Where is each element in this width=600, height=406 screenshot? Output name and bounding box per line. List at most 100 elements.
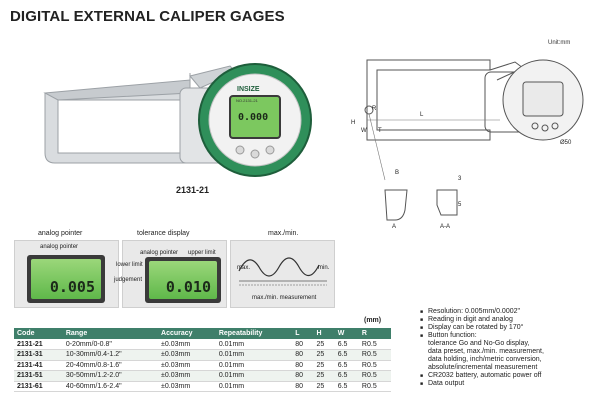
dim-3: 3	[458, 176, 462, 182]
table-row: 2131-21 0-20mm/0-0.8" ±0.03mm 0.01mm 80 …	[14, 339, 391, 350]
col-repeatability: Repeatability	[215, 328, 293, 339]
cell-h: 25	[313, 339, 335, 350]
dim-dia: Ø50	[560, 140, 572, 146]
cell-range: 0-20mm/0-0.8"	[62, 339, 159, 350]
feature-rotation: Display can be rotated by 170°	[420, 324, 598, 332]
panel-tolerance: 0.010	[122, 240, 227, 308]
cell-w: 6.5	[334, 349, 359, 361]
cell-r: R0.5	[358, 349, 391, 361]
panel-tolerance-title: tolerance display	[137, 230, 190, 237]
cell-w: 6.5	[334, 370, 359, 382]
feature-button-detail: data preset, max./min. measurement,	[428, 348, 544, 355]
feature-button-detail: data holding, inch/metric conversion,	[428, 356, 542, 363]
lcd-screen: 0.005	[31, 259, 101, 299]
feature-list: Resolution: 0.005mm/0.0002" Reading in d…	[420, 308, 598, 388]
cell-code: 2131-41	[14, 360, 63, 371]
dim-b: B	[395, 170, 400, 176]
cell-r: R0.5	[358, 339, 391, 350]
wave-diagram	[238, 257, 327, 286]
page-title: DIGITAL EXTERNAL CALIPER GAGES	[10, 8, 285, 25]
unit-label: Unit:mm	[548, 40, 571, 46]
dim-aa: A-A	[440, 224, 451, 230]
table-row: 2131-61 40-60mm/1.6-2.4" ±0.03mm 0.01mm …	[14, 381, 391, 392]
cell-r: R0.5	[358, 370, 391, 382]
cell-accuracy: ±0.03mm	[158, 349, 216, 361]
cell-range: 20-40mm/0.8-1.6"	[62, 360, 159, 371]
feature-reading: Reading in digit and analog	[420, 316, 598, 324]
cell-w: 6.5	[334, 339, 359, 350]
photo-display-value: 0.000	[238, 112, 269, 123]
cell-accuracy: ±0.03mm	[158, 339, 216, 350]
cell-l: 80	[292, 349, 314, 361]
cell-h: 25	[313, 381, 335, 392]
cell-r: R0.5	[358, 360, 391, 371]
table-row: 2131-41 20-40mm/0.8-1.6" ±0.03mm 0.01mm …	[14, 360, 391, 371]
technical-drawing	[364, 59, 584, 221]
cell-l: 80	[292, 370, 314, 382]
cell-repeatability: 0.01mm	[215, 360, 293, 371]
model-label: 2131-21	[176, 185, 210, 195]
feature-button-detail: tolerance Go and No-Go display,	[428, 340, 530, 347]
cell-repeatability: 0.01mm	[215, 349, 293, 361]
dial-text: NO.2131-21	[236, 98, 258, 103]
cell-h: 25	[313, 370, 335, 382]
cell-h: 25	[313, 349, 335, 361]
cell-repeatability: 0.01mm	[215, 381, 293, 392]
col-r: R	[358, 328, 391, 339]
lcd-tolerance: 0.010	[145, 257, 221, 303]
ann-upper-limit: upper limit	[188, 250, 216, 256]
cell-repeatability: 0.01mm	[215, 339, 293, 350]
spec-table: Code Range Accuracy Repeatability L H W …	[14, 328, 391, 392]
ann-min: min.	[318, 265, 330, 271]
ann-judgement: judgement	[114, 277, 143, 283]
ann-analog-pointer-2: analog pointer	[140, 250, 179, 256]
caliper-photo	[43, 63, 312, 177]
cell-code: 2131-31	[14, 349, 63, 361]
dim-l: L	[420, 112, 424, 118]
cell-range: 10-30mm/0.4-1.2"	[62, 349, 159, 361]
cell-accuracy: ±0.03mm	[158, 381, 216, 392]
lcd-screen: 0.010	[149, 261, 217, 299]
dim-r: R	[372, 106, 377, 112]
col-h: H	[313, 328, 335, 339]
cell-l: 80	[292, 381, 314, 392]
cell-l: 80	[292, 360, 314, 371]
cell-range: 30-50mm/1.2-2.0"	[62, 370, 159, 382]
cell-code: 2131-61	[14, 381, 63, 392]
ann-analog-pointer: analog pointer	[40, 244, 79, 250]
cell-code: 2131-51	[14, 370, 63, 382]
feature-resolution: Resolution: 0.005mm/0.0002"	[420, 308, 598, 316]
ann-maxmin-measure: max./min. measurement	[252, 295, 317, 301]
table-unit: (mm)	[364, 317, 382, 324]
panel-maxmin	[230, 240, 335, 308]
cell-accuracy: ±0.03mm	[158, 360, 216, 371]
panel-maxmin-title: max./min.	[268, 230, 299, 237]
dim-5: 5	[458, 202, 462, 208]
col-accuracy: Accuracy	[158, 328, 216, 339]
feature-button-detail: absolute/incremental measurement	[428, 364, 538, 371]
feature-data-output: Data output	[420, 380, 598, 388]
lcd-digits: 0.010	[165, 278, 211, 296]
panel-analog: 0.005	[14, 240, 119, 308]
table-row: 2131-51 30-50mm/1.2-2.0" ±0.03mm 0.01mm …	[14, 370, 391, 382]
cell-w: 6.5	[334, 360, 359, 371]
cell-accuracy: ±0.03mm	[158, 370, 216, 382]
table-header-row: Code Range Accuracy Repeatability L H W …	[14, 328, 391, 339]
table-row: 2131-31 10-30mm/0.4-1.2" ±0.03mm 0.01mm …	[14, 349, 391, 361]
cell-range: 40-60mm/1.6-2.4"	[62, 381, 159, 392]
dim-w: W	[361, 128, 367, 134]
panel-analog-title: analog pointer	[38, 230, 83, 237]
col-w: W	[334, 328, 359, 339]
dim-h: H	[351, 120, 356, 126]
lcd-analog: 0.005	[27, 255, 105, 303]
feature-button-function: Button function:	[420, 332, 598, 340]
ann-max: max.	[237, 265, 251, 271]
col-l: L	[292, 328, 314, 339]
cell-l: 80	[292, 339, 314, 350]
col-code: Code	[14, 328, 63, 339]
cell-code: 2131-21	[14, 339, 63, 350]
cell-repeatability: 0.01mm	[215, 370, 293, 382]
brand-logo: INSIZE	[237, 86, 260, 93]
col-range: Range	[62, 328, 159, 339]
ann-lower-limit: lower limit	[116, 262, 143, 268]
